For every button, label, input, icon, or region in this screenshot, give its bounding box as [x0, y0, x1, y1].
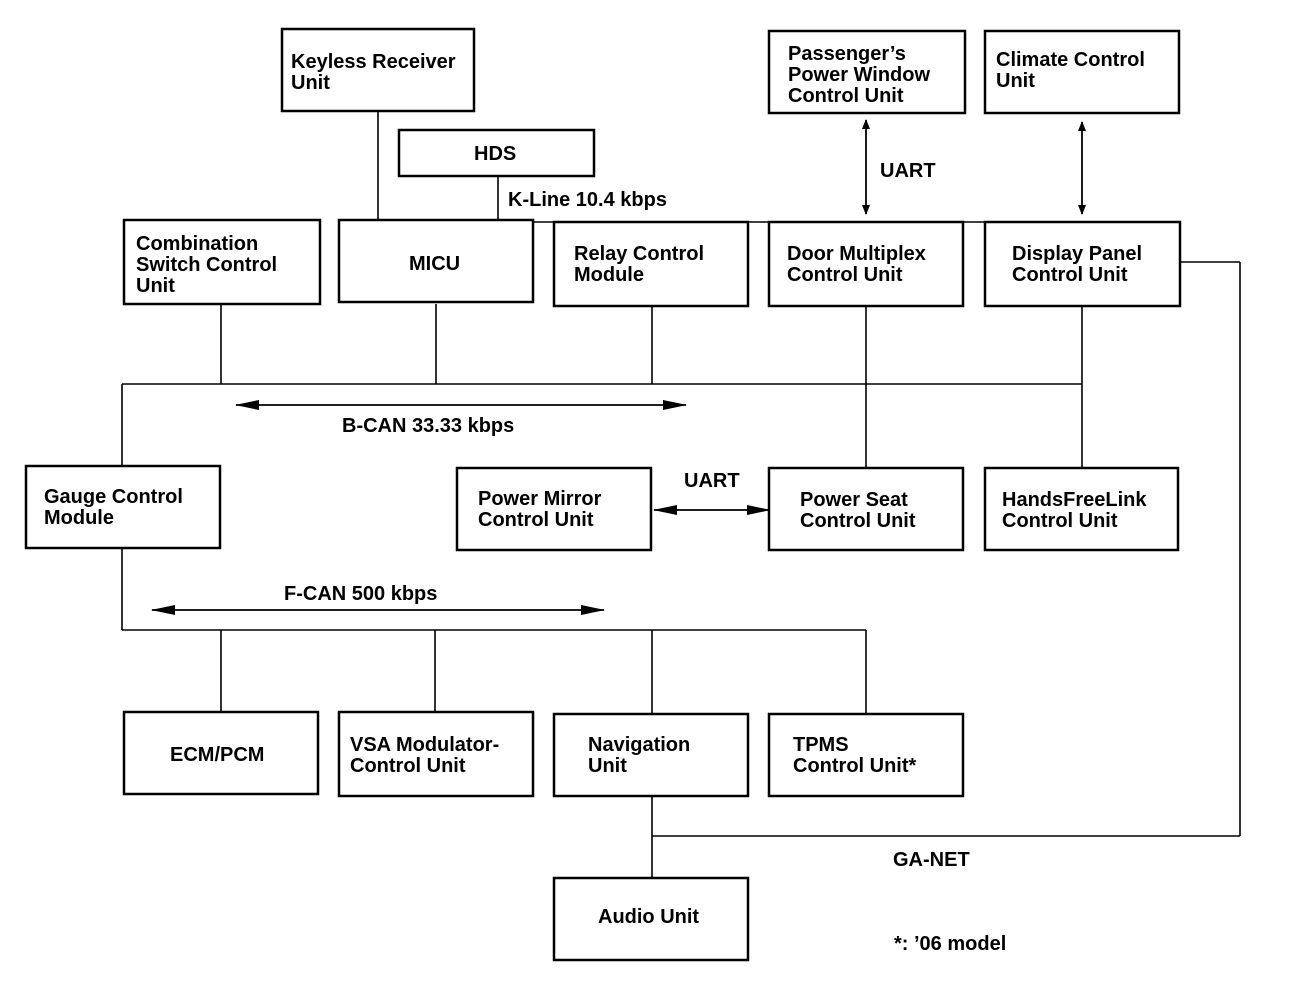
fcan-label: F-CAN 500 kbps	[284, 583, 437, 605]
vsa-label: VSA Modulator-Control Unit	[350, 734, 499, 777]
bcan-label: B-CAN 33.33 kbps	[342, 415, 514, 437]
micu-unit: MICU	[337, 218, 535, 304]
connection-lines	[121, 112, 1241, 878]
ecm-label: ECM/PCM	[170, 744, 264, 766]
kline-label: K-Line 10.4 kbps	[508, 189, 667, 211]
uart-top-label: UART	[880, 160, 936, 182]
bus-arrows	[151, 119, 1086, 615]
uart-mid-label: UART	[684, 470, 740, 492]
model-note: *: ’06 model	[894, 933, 1006, 955]
micu-label: MICU	[409, 253, 460, 275]
ecm-pcm-unit: ECM/PCM	[122, 710, 320, 796]
hds-unit: HDS	[397, 128, 596, 178]
hds-label: HDS	[474, 143, 516, 165]
audio-unit: Audio Unit	[552, 876, 750, 962]
ganet-label: GA-NET	[893, 849, 970, 871]
vsa-modulator-control-unit: VSA Modulator-Control Unit	[337, 710, 535, 798]
audio-label: Audio Unit	[598, 906, 699, 928]
